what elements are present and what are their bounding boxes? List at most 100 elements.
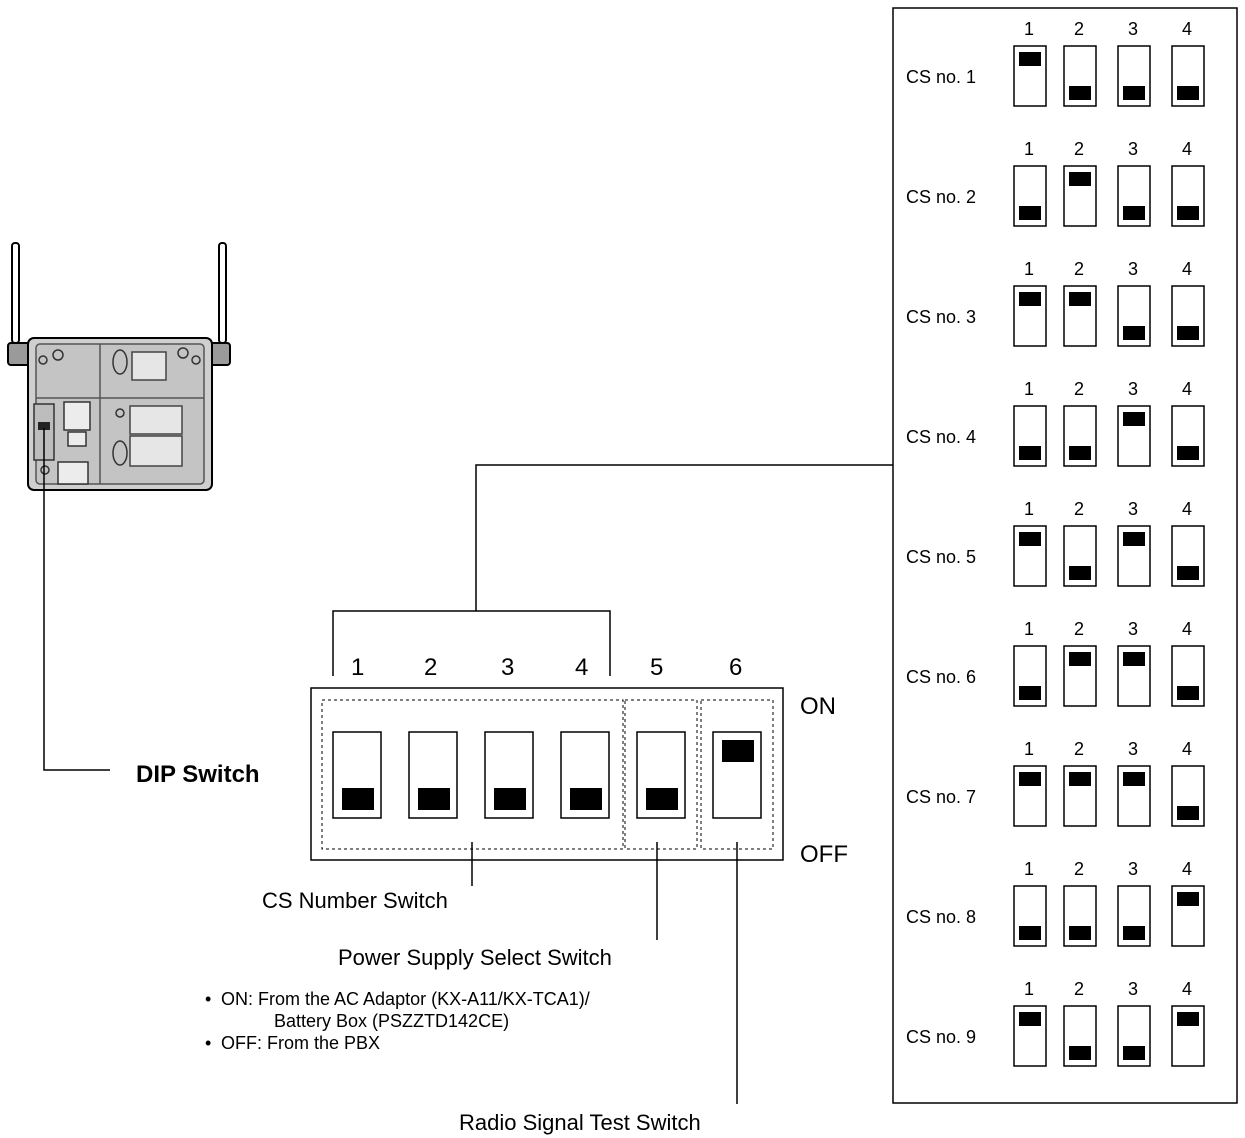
cs-switch-toggle [1019, 772, 1041, 786]
cs-switch-toggle [1123, 206, 1145, 220]
cs-switch-toggle [1069, 772, 1091, 786]
cs3-switch-4 [1171, 285, 1205, 347]
cs7-switch-4 [1171, 765, 1205, 827]
cs6-switch-4 [1171, 645, 1205, 707]
cs2-switch-4 [1171, 165, 1205, 227]
cs7-switch-3 [1117, 765, 1151, 827]
cs-switch-toggle [1069, 446, 1091, 460]
cs-switch-toggle [1019, 926, 1041, 940]
cs-switch-toggle [1069, 566, 1091, 580]
cs-column-number: 3 [1128, 619, 1139, 639]
switch-number-4: 4 [575, 654, 589, 681]
cs-switch-toggle [1069, 86, 1091, 100]
cs-switch-toggle [1123, 772, 1145, 786]
main-switch-5[interactable] [636, 731, 686, 819]
note-on-continued: Battery Box (PSZZTD142CE) [274, 1011, 510, 1031]
cs-switch-toggle [1177, 686, 1199, 700]
cs-column-number: 3 [1128, 139, 1139, 159]
cs6-switch-3 [1117, 645, 1151, 707]
cs1-switch-4 [1171, 45, 1205, 107]
cs-column-number: 3 [1128, 259, 1139, 279]
radio-test-group-outline [700, 699, 774, 850]
note-off: •OFF: From the PBX [205, 1033, 381, 1053]
cs2-switch-3 [1117, 165, 1151, 227]
cs-column-number: 1 [1024, 379, 1035, 399]
cs-row-label: CS no. 5 [906, 547, 977, 567]
cs9-switch-2 [1063, 1005, 1097, 1067]
cs5-switch-4 [1171, 525, 1205, 587]
cs-column-number: 2 [1074, 499, 1085, 519]
cs3-switch-2 [1063, 285, 1097, 347]
main-switch-1[interactable] [332, 731, 382, 819]
cs-row-label: CS no. 2 [906, 187, 977, 207]
main-switch-4-toggle [570, 788, 602, 810]
cs1-switch-1 [1013, 45, 1047, 107]
cs-column-number: 4 [1182, 139, 1193, 159]
cs-column-number: 3 [1128, 379, 1139, 399]
cell-station-device [7, 242, 231, 491]
cs5-switch-2 [1063, 525, 1097, 587]
switch-number-1: 1 [351, 654, 365, 681]
cs-column-number: 1 [1024, 859, 1035, 879]
main-switch-1-toggle [342, 788, 374, 810]
cs-switch-toggle [1069, 292, 1091, 306]
cs-switch-toggle [1019, 52, 1041, 66]
main-switch-3[interactable] [484, 731, 534, 819]
switch-number-3: 3 [501, 654, 515, 681]
cs-column-number: 4 [1182, 979, 1193, 999]
cs-column-number: 1 [1024, 499, 1035, 519]
cs9-switch-4 [1171, 1005, 1205, 1067]
cs4-switch-3 [1117, 405, 1151, 467]
cs-switch-toggle [1019, 532, 1041, 546]
cs-switch-toggle [1123, 532, 1145, 546]
cs-column-number: 2 [1074, 859, 1085, 879]
cs8-switch-3 [1117, 885, 1151, 947]
cs-switch-toggle [1069, 1046, 1091, 1060]
cs1-switch-3 [1117, 45, 1151, 107]
main-switch-2[interactable] [408, 731, 458, 819]
cs6-switch-1 [1013, 645, 1047, 707]
cs-column-number: 4 [1182, 379, 1193, 399]
cs-column-number: 3 [1128, 859, 1139, 879]
cs4-switch-4 [1171, 405, 1205, 467]
cs-switch-toggle [1177, 206, 1199, 220]
cs1-switch-2 [1063, 45, 1097, 107]
main-switch-3-toggle [494, 788, 526, 810]
cs-column-number: 2 [1074, 379, 1085, 399]
cs-switch-toggle [1019, 1012, 1041, 1026]
main-switch-housing [310, 687, 784, 861]
cs9-switch-3 [1117, 1005, 1151, 1067]
dip-switch-leader-line [43, 428, 110, 771]
main-switch-4[interactable] [560, 731, 610, 819]
cs-column-number: 2 [1074, 259, 1085, 279]
cs8-switch-4 [1171, 885, 1205, 947]
cs8-switch-2 [1063, 885, 1097, 947]
main-switch-6[interactable] [712, 731, 762, 819]
switch-number-6: 6 [729, 654, 743, 681]
cs-bracket [332, 610, 611, 676]
cs5-switch-3 [1117, 525, 1151, 587]
power-supply-switch-label: Power Supply Select Switch [338, 945, 612, 970]
radio-test-switch-label: Radio Signal Test Switch [459, 1110, 701, 1135]
switch-number-5: 5 [650, 654, 664, 681]
cs-column-number: 4 [1182, 259, 1193, 279]
cs7-switch-1 [1013, 765, 1047, 827]
cs-column-number: 2 [1074, 739, 1085, 759]
cs-column-number: 4 [1182, 19, 1193, 39]
cs-column-number: 3 [1128, 19, 1139, 39]
cs-row-label: CS no. 7 [906, 787, 977, 807]
note-on: •ON: From the AC Adaptor (KX-A11/KX-TCA1… [205, 989, 590, 1009]
cs-table-frame [892, 7, 1238, 1104]
main-switch-5-toggle [646, 788, 678, 810]
cs-switch-toggle [1177, 892, 1199, 906]
cs-switch-toggle [1177, 566, 1199, 580]
cs-switch-toggle [1177, 1012, 1199, 1026]
cs-column-number: 2 [1074, 139, 1085, 159]
cs-row-label: CS no. 4 [906, 427, 977, 447]
cs-column-number: 4 [1182, 739, 1193, 759]
cs3-switch-1 [1013, 285, 1047, 347]
cs-row-label: CS no. 8 [906, 907, 977, 927]
cs9-switch-1 [1013, 1005, 1047, 1067]
cs-column-number: 2 [1074, 979, 1085, 999]
off-label: OFF [800, 841, 848, 868]
